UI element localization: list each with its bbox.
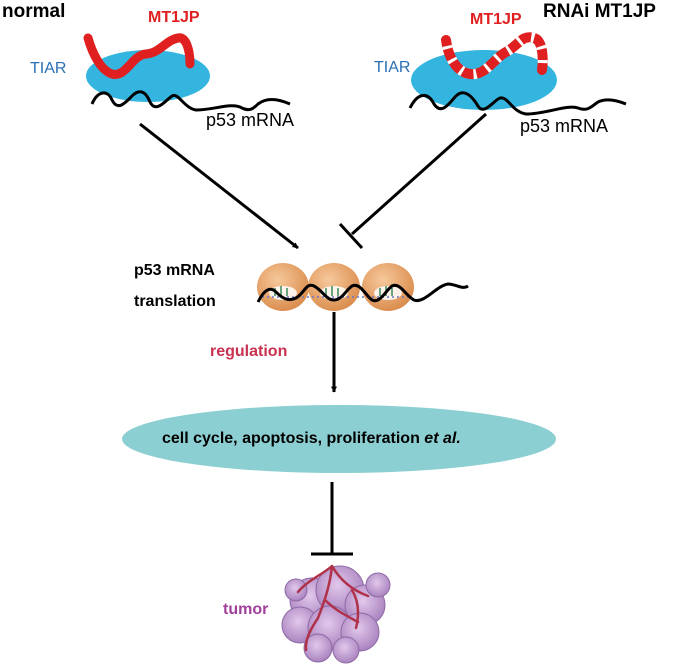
mt1jp-label-left: MT1JP (148, 9, 200, 26)
tiar-label-right: TIAR (374, 59, 411, 76)
inhibition-line-rnai (350, 112, 488, 236)
mt1jp-label-right: MT1JP (470, 11, 522, 28)
outcome-label-italic: et al. (424, 430, 461, 447)
inhibition-bar-rnai (338, 222, 364, 250)
tumor-blood-vessels (296, 564, 370, 652)
normal-condition-label: normal (2, 1, 66, 22)
ribosome-cleft-1 (269, 286, 297, 300)
tiar-protein-right (411, 50, 557, 110)
outcome-ellipse (122, 405, 556, 473)
p53-mrna-label-right: p53 mRNA (520, 116, 609, 136)
p53-mrna-strand-left (90, 90, 291, 112)
tumor-cell (284, 578, 308, 602)
tumor-cell (365, 572, 391, 598)
p53-mrna-strand-right (408, 91, 627, 116)
outcome-label: cell cycle, apoptosis, proliferation et … (162, 431, 461, 447)
p53-mrna-label-left: p53 mRNA (206, 110, 295, 130)
tiar-protein-left (86, 50, 210, 102)
tiar-label-left: TIAR (30, 60, 67, 77)
translation-label-line2: translation (134, 293, 216, 310)
tumor-cell (303, 633, 333, 663)
translation-label-line1: p53 mRNA (134, 262, 215, 279)
mt1jp-rna-left (83, 33, 195, 79)
tumor-cell (332, 636, 360, 664)
rnai-condition-label: RNAi MT1JP (543, 1, 656, 22)
tumor-illustration (281, 564, 391, 664)
regulation-label: regulation (210, 343, 288, 360)
tumor-label: tumor (223, 601, 269, 618)
p53-mrna-strand-translating (256, 282, 469, 303)
activation-arrow (139, 122, 299, 250)
outcome-label-main: cell cycle, apoptosis, proliferation (162, 430, 425, 447)
mt1jp-rna-right (441, 32, 548, 80)
